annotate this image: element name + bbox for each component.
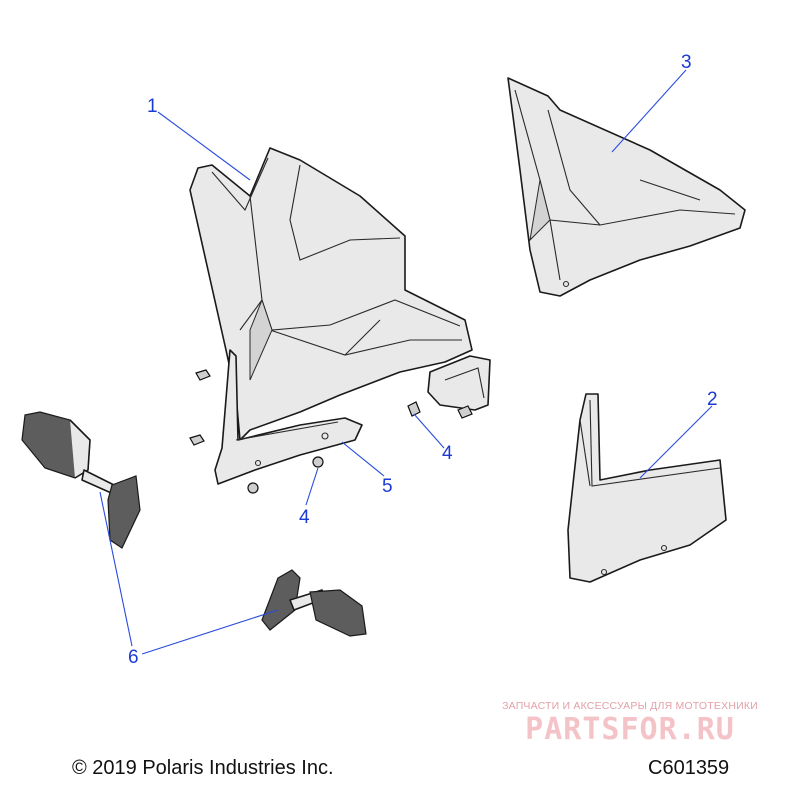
callout-3: 3 bbox=[681, 52, 692, 73]
part-6-mirror-right bbox=[261, 569, 367, 637]
leader-3 bbox=[611, 69, 687, 153]
diagram-id: C601359 bbox=[648, 757, 730, 779]
hardware-fasteners bbox=[189, 369, 473, 494]
leader-lines bbox=[99, 69, 713, 655]
callout-4b: 4 bbox=[299, 507, 310, 528]
leader-4a bbox=[413, 413, 445, 449]
leader-6b bbox=[141, 609, 279, 655]
callout-2: 2 bbox=[707, 389, 718, 410]
callout-6: 6 bbox=[128, 647, 139, 668]
leader-5 bbox=[341, 441, 385, 477]
leader-4b bbox=[305, 467, 319, 506]
callout-5: 5 bbox=[382, 476, 393, 497]
copyright-text: © 2019 Polaris Industries Inc. bbox=[72, 757, 334, 779]
leader-6a bbox=[99, 491, 133, 647]
callout-4a: 4 bbox=[442, 443, 453, 464]
leader-1 bbox=[157, 111, 251, 181]
leader-2 bbox=[639, 405, 713, 479]
watermark: ЗАПЧАСТИ И АКСЕССУАРЫ ДЛЯ МОТОТЕХНИКИ PA… bbox=[480, 700, 780, 747]
part-6-mirror-left bbox=[21, 411, 141, 549]
callout-numbers: 1 2 3 4 4 5 6 bbox=[128, 52, 718, 668]
callout-1: 1 bbox=[147, 96, 158, 117]
part-5-lower-trim bbox=[214, 349, 363, 485]
part-2-lower-panel bbox=[567, 393, 727, 583]
watermark-logo: PARTSFOR.RU bbox=[525, 712, 735, 747]
watermark-caption: ЗАПЧАСТИ И АКСЕССУАРЫ ДЛЯ МОТОТЕХНИКИ bbox=[502, 700, 758, 712]
part-3-upper-panel bbox=[507, 77, 746, 297]
